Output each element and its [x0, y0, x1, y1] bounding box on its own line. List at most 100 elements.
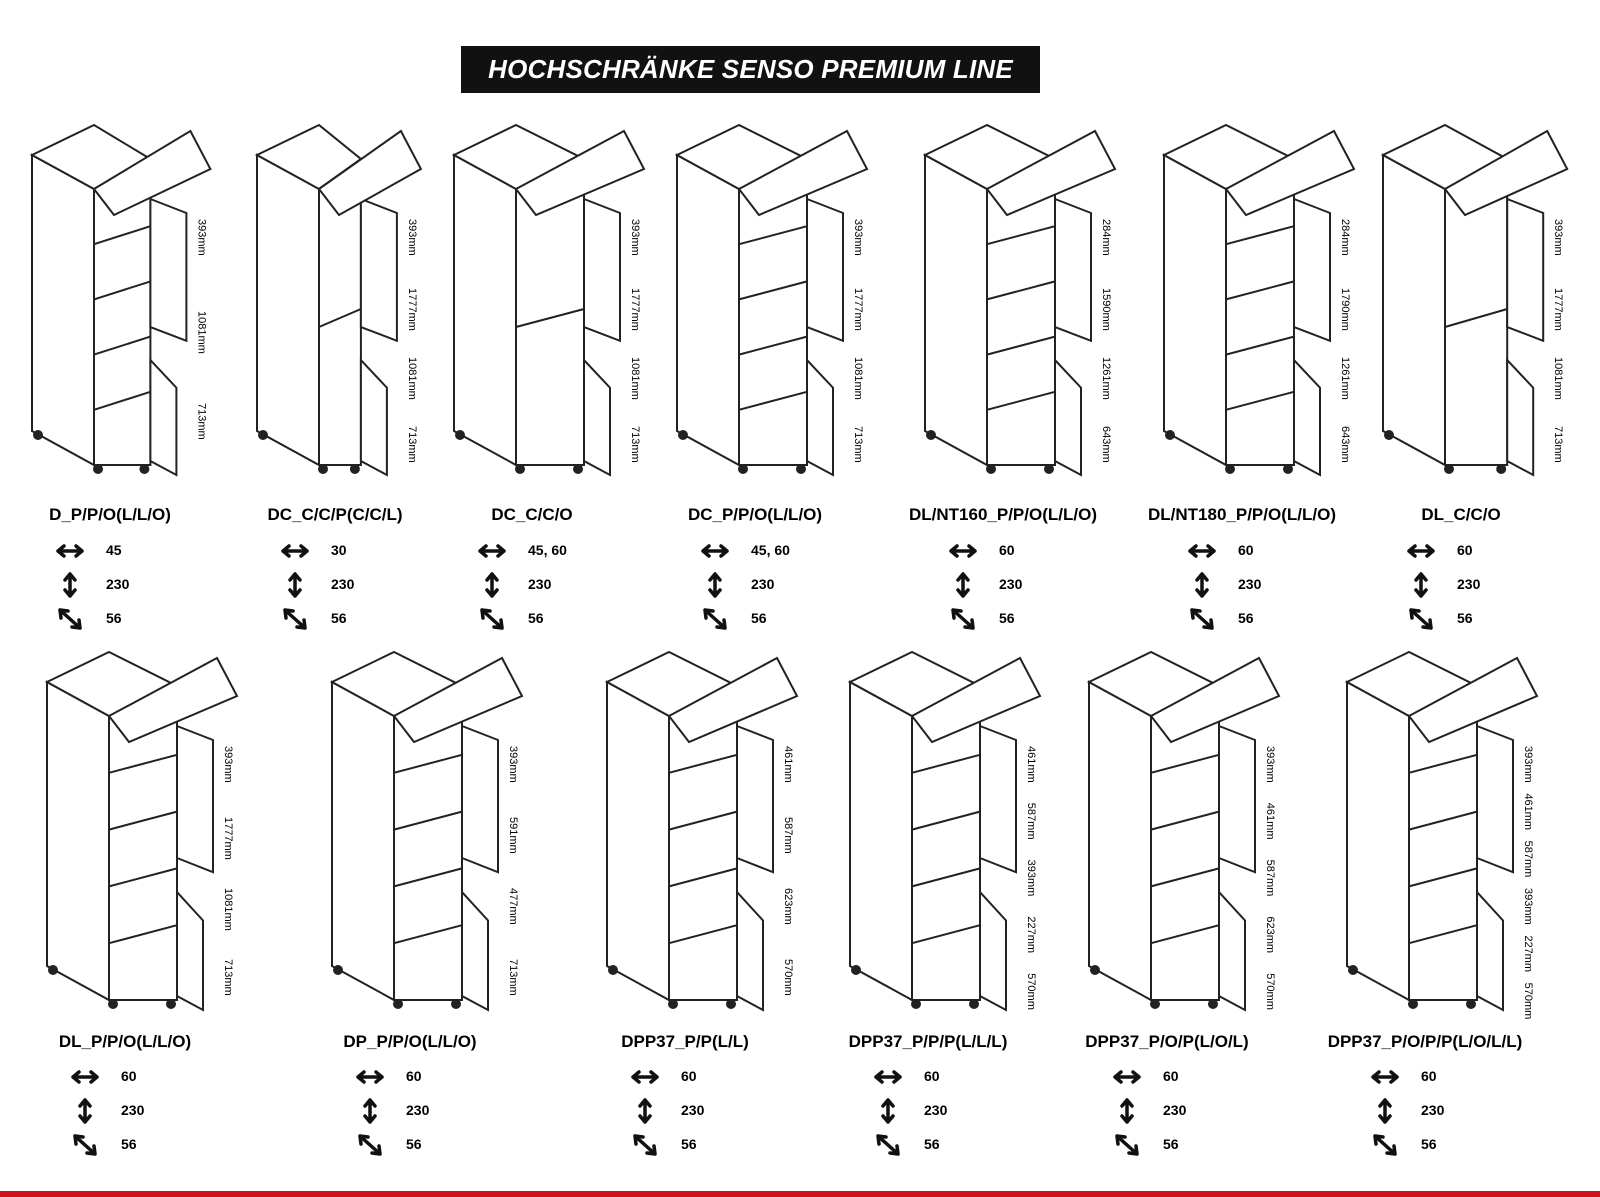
height-arrow-icon [1120, 1098, 1134, 1124]
width-arrow-icon [56, 544, 84, 558]
cabinet-code-label: D_P/P/O(L/L/O) [49, 505, 171, 524]
width-value: 45 [106, 542, 122, 558]
dimension-label: 393mm [1552, 219, 1564, 256]
height-value: 230 [1457, 576, 1481, 592]
dimension-row-depth: 56 [275, 606, 405, 632]
height-arrow-icon [881, 1098, 895, 1124]
depth-value: 56 [331, 610, 347, 626]
width-arrow-icon [281, 544, 309, 558]
dimension-row-height: 230 [50, 572, 180, 598]
dimension-label: 284mm [1339, 219, 1351, 256]
dimension-row-height: 230 [943, 572, 1073, 598]
dimension-label: 1790mm [1339, 288, 1351, 331]
cabinet-code-label: DPP37_P/P(L/L) [621, 1032, 749, 1051]
width-arrow-icon [71, 1070, 99, 1084]
cabinet-code-label: DL/NT180_P/P/O(L/L/O) [1148, 505, 1336, 524]
dimension-label: 587mm [1522, 841, 1534, 878]
dimension-label: 393mm [1522, 888, 1534, 925]
dimension-label: 570mm [1025, 973, 1037, 1010]
height-value: 230 [681, 1102, 705, 1118]
height-arrow-icon [956, 572, 970, 598]
depth-arrow-icon [480, 608, 504, 630]
dimension-label: 393mm [1264, 746, 1276, 783]
dimension-label: 1777mm [222, 817, 234, 860]
height-value: 230 [999, 576, 1023, 592]
width-arrow-icon [1407, 544, 1435, 558]
cabinet-code-label: DL/NT160_P/P/O(L/L/O) [909, 505, 1097, 524]
dimension-row-depth: 56 [65, 1132, 195, 1158]
dimension-row-height: 230 [625, 1098, 755, 1124]
dimension-row-width: 60 [1365, 1064, 1495, 1090]
depth-arrow-icon [1373, 1134, 1397, 1156]
dimension-row-width: 45, 60 [695, 538, 825, 564]
depth-value: 56 [1457, 610, 1473, 626]
height-arrow-icon [63, 572, 77, 598]
width-arrow-icon [1188, 544, 1216, 558]
cabinet-code-label: DL_P/P/O(L/L/O) [58, 1032, 192, 1051]
dimension-label: 713mm [507, 959, 519, 996]
cabinet-code-label: DP_P/P/O(L/L/O) [343, 1032, 477, 1051]
dimension-row-height: 230 [1182, 572, 1312, 598]
width-arrow-icon [356, 1070, 384, 1084]
height-value: 230 [1163, 1102, 1187, 1118]
width-value: 60 [1163, 1068, 1179, 1084]
dimension-label: 1081mm [852, 357, 864, 400]
height-arrow-icon [1378, 1098, 1392, 1124]
dimension-row-width: 45, 60 [472, 538, 602, 564]
dimension-label: 713mm [629, 426, 641, 463]
cabinet-dimensions: 30 230 56 [275, 538, 405, 648]
dimension-row-width: 30 [275, 538, 405, 564]
cabinet-dimensions: 60 230 56 [1107, 1064, 1237, 1174]
dimension-label: 461mm [1025, 746, 1037, 783]
depth-arrow-icon [1115, 1134, 1139, 1156]
dimension-label: 1081mm [406, 357, 418, 400]
height-arrow-icon [288, 572, 302, 598]
dimension-label: 713mm [406, 426, 418, 463]
dimension-row-depth: 56 [625, 1132, 755, 1158]
dimension-label: 477mm [507, 888, 519, 925]
width-arrow-icon [949, 544, 977, 558]
dimension-row-height: 230 [275, 572, 405, 598]
dimension-row-height: 230 [695, 572, 825, 598]
dimension-label: 713mm [852, 426, 864, 463]
dimension-row-depth: 56 [1365, 1132, 1495, 1158]
width-value: 60 [924, 1068, 940, 1084]
dimension-label: 1081mm [1552, 357, 1564, 400]
width-value: 60 [999, 542, 1015, 558]
width-arrow-icon [631, 1070, 659, 1084]
depth-value: 56 [999, 610, 1015, 626]
dimension-label: 393mm [222, 746, 234, 783]
depth-arrow-icon [58, 608, 82, 630]
width-value: 60 [1421, 1068, 1437, 1084]
cabinet-code-label: DC_C/C/P(C/C/L) [267, 505, 403, 524]
width-value: 30 [331, 542, 347, 558]
dimension-label: 393mm [629, 219, 641, 256]
depth-arrow-icon [1190, 608, 1214, 630]
depth-value: 56 [924, 1136, 940, 1152]
depth-value: 56 [1163, 1136, 1179, 1152]
cabinet-code-label: DC_P/P/O(L/L/O) [687, 505, 823, 524]
dimension-row-height: 230 [472, 572, 602, 598]
dimension-row-depth: 56 [50, 606, 180, 632]
depth-arrow-icon [1409, 608, 1433, 630]
dimension-row-width: 60 [943, 538, 1073, 564]
cabinet-code-label: DL_C/C/O [1421, 505, 1501, 524]
dimension-label: 1777mm [1552, 288, 1564, 331]
dimension-label: 570mm [1264, 973, 1276, 1010]
dimension-row-height: 230 [65, 1098, 195, 1124]
dimension-label: 570mm [782, 959, 794, 996]
cabinet-dimensions: 45 230 56 [50, 538, 180, 648]
width-arrow-icon [1113, 1070, 1141, 1084]
